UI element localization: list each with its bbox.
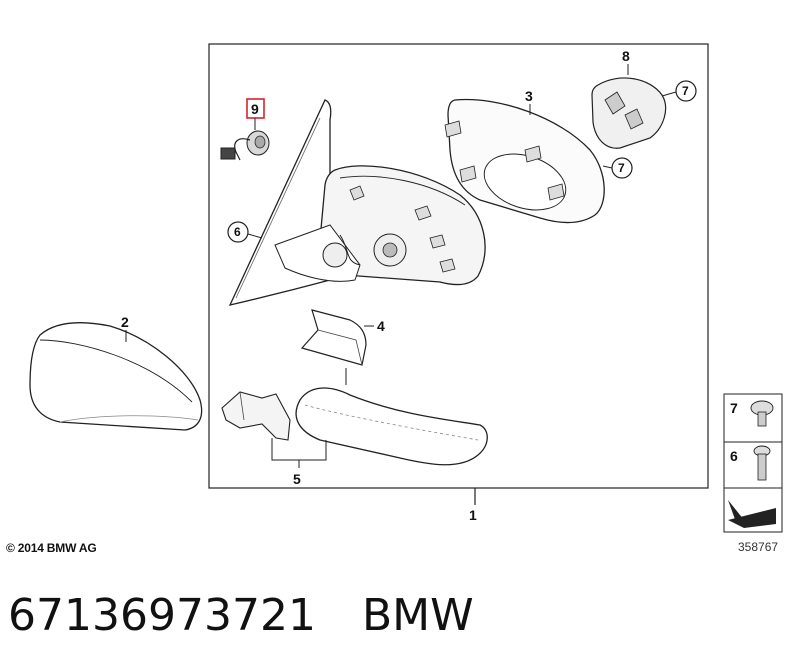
mirror-cap-part[interactable] xyxy=(29,322,203,431)
bracket-part-4[interactable] xyxy=(300,309,367,366)
turn-signal-part[interactable] xyxy=(295,387,488,466)
diagram-id: 358767 xyxy=(738,540,779,554)
legend-label-6: 6 xyxy=(730,448,738,464)
brand-name: BMW xyxy=(361,590,474,641)
leader-bracket-5 xyxy=(271,438,327,461)
copyright-text: © 2014 BMW AG xyxy=(6,541,97,555)
callout-1[interactable]: 1 xyxy=(469,507,477,523)
legend-label-7: 7 xyxy=(730,400,738,416)
callout-3[interactable]: 3 xyxy=(525,88,533,104)
adjuster-motor-part[interactable] xyxy=(591,77,667,149)
callout-7a-circle xyxy=(675,80,697,102)
callout-5[interactable]: 5 xyxy=(293,471,301,487)
drawing-symbol-icon xyxy=(728,500,776,528)
leader-line-7a xyxy=(661,91,677,97)
leader-line-7b xyxy=(602,165,613,169)
callout-4[interactable]: 4 xyxy=(377,318,385,334)
motor-part-9[interactable] xyxy=(220,130,270,161)
mirror-housing-part[interactable] xyxy=(274,165,486,286)
bolt-icon xyxy=(753,445,771,481)
leader-line-6 xyxy=(247,233,263,239)
callout-7b[interactable]: 7 xyxy=(618,161,625,175)
caption: 67136973721 BMW xyxy=(8,590,474,641)
assembly-frame xyxy=(208,43,709,489)
hardware-legend: 7 6 xyxy=(723,393,783,533)
part-number: 67136973721 xyxy=(8,590,316,641)
callout-9[interactable]: 9 xyxy=(251,101,259,117)
callout-6-circle xyxy=(227,221,249,243)
callout-2[interactable]: 2 xyxy=(121,314,129,330)
screw-icon xyxy=(750,400,774,427)
callout-8[interactable]: 8 xyxy=(622,48,630,64)
callout-7a[interactable]: 7 xyxy=(682,84,689,98)
callout-6[interactable]: 6 xyxy=(234,225,241,239)
bracket-set-part-5[interactable] xyxy=(221,391,291,441)
mirror-glass-part[interactable] xyxy=(444,98,605,224)
